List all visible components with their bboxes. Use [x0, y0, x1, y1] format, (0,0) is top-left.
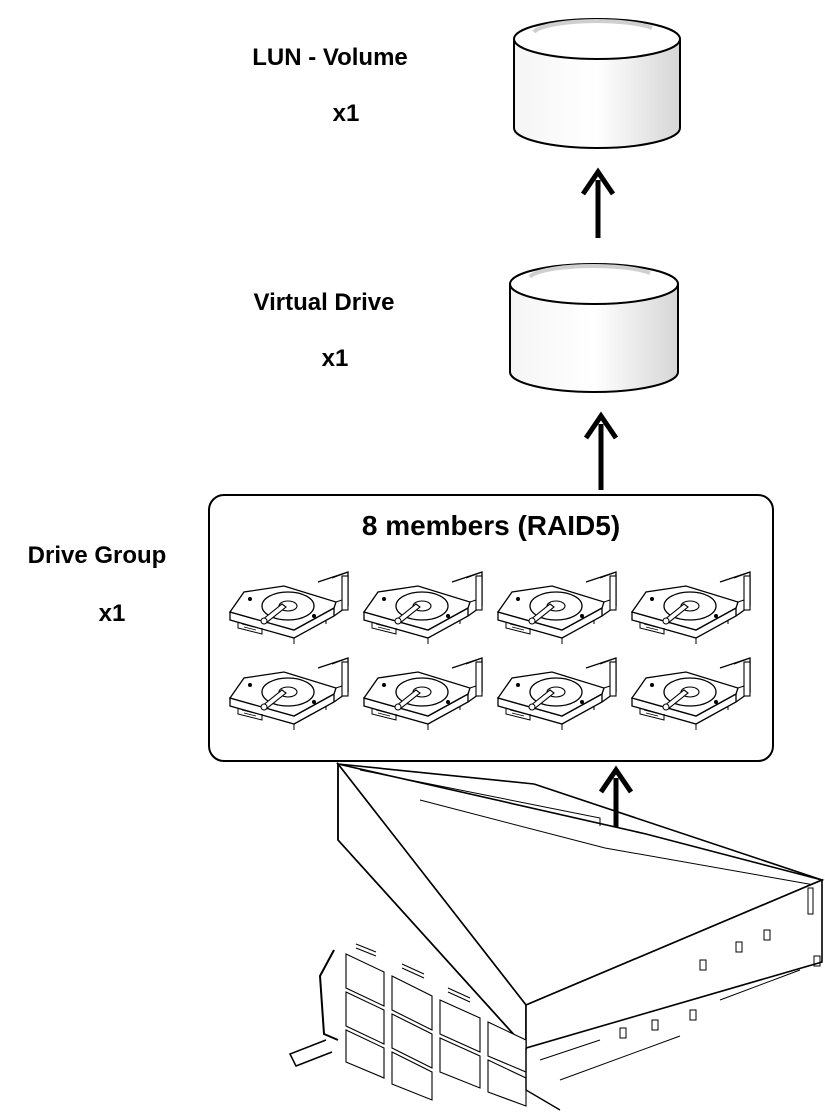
hard-disk-drive-icon: [497, 657, 617, 731]
hard-disk-drive-icon: [631, 657, 751, 731]
up-arrow-icon: [580, 167, 616, 238]
hard-disk-drive-icon: [631, 571, 751, 645]
hard-disk-drive-icon: [363, 571, 483, 645]
drive-group-count: x1: [98, 600, 126, 627]
hard-disk-drive-icon: [497, 571, 617, 645]
virtual-drive-label: Virtual Drive: [253, 289, 395, 316]
lun-volume-count: x1: [332, 100, 360, 127]
hard-disk-drive-icon: [229, 657, 349, 731]
hard-disk-drive-icon: [363, 657, 483, 731]
rack-server-icon: [288, 761, 825, 1111]
lun-volume-cylinder-icon: [513, 18, 681, 149]
drive-group-members-title: 8 members (RAID5): [361, 510, 621, 541]
virtual-drive-count: x1: [321, 345, 349, 372]
up-arrow-icon: [583, 411, 619, 490]
virtual-drive-cylinder-icon: [509, 263, 679, 393]
hard-disk-drive-icon: [229, 571, 349, 645]
drive-group-label: Drive Group: [27, 542, 167, 569]
lun-volume-label: LUN - Volume: [252, 44, 408, 71]
